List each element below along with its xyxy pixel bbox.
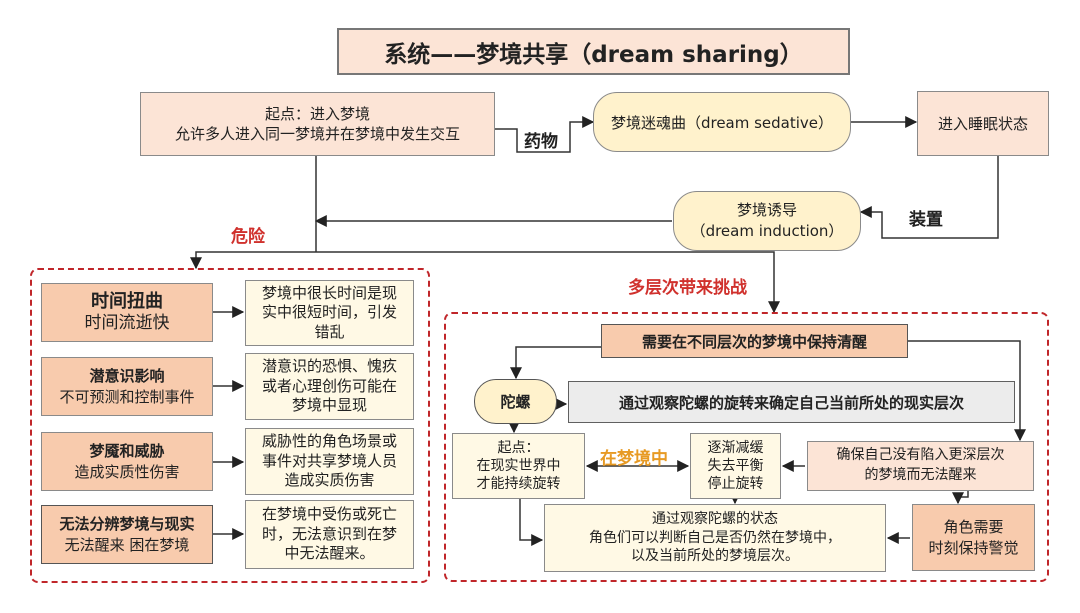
danger-subconscious-desc: 潜意识的恐惧、愧疚 或者心理创伤可能在 梦境中显现 <box>245 353 414 420</box>
top-desc-node: 通过观察陀螺的旋转来确定自己当前所处的现实层次 <box>568 381 1015 423</box>
stay-awake-node: 需要在不同层次的梦境中保持清醒 <box>601 324 908 358</box>
origin-node: 起点： 在现实世界中 才能持续旋转 <box>452 433 585 499</box>
sedative-node: 梦境迷魂曲（dream sedative） <box>593 92 851 152</box>
start-line2: 允许多人进入同一梦境并在梦境中发生交互 <box>174 125 460 143</box>
danger-time-distortion: 时间扭曲 时间流逝快 <box>41 283 213 342</box>
conclusion-node: 通过观察陀螺的状态 角色们可以判断自己是否仍然在梦境中， 以及当前所处的梦境层次… <box>544 504 886 572</box>
danger-reality-desc: 在梦境中受伤或死亡 时，无法意识到在梦 中无法醒来。 <box>245 500 414 569</box>
multilevel-label: 多层次带来挑战 <box>628 278 747 298</box>
danger-label: 危险 <box>231 227 265 247</box>
multilevel-group <box>444 312 1049 582</box>
start-line1: 起点：进入梦境 <box>264 104 370 123</box>
device-label: 装置 <box>909 210 943 230</box>
danger-reality-confusion: 无法分辨梦境与现实 无法醒来 困在梦境 <box>41 505 213 564</box>
drug-label: 药物 <box>524 132 558 152</box>
arrow-to-danger <box>190 251 316 270</box>
danger-time-desc: 梦境中很长时间是现 实中很短时间，引发 错乱 <box>245 280 414 346</box>
arrow-awake-to-ensure <box>908 340 1026 442</box>
danger-nightmare: 梦魇和威胁 造成实质性伤害 <box>41 432 213 491</box>
sleep-state-node: 进入睡眠状态 <box>917 91 1049 156</box>
slowdown-node: 逐渐减缓 失去平衡 停止旋转 <box>690 433 781 499</box>
arrow-start-to-sedative <box>495 116 595 153</box>
ensure-node: 确保自己没有陷入更深层次 的梦境而无法醒来 <box>807 441 1034 491</box>
start-node: 起点：进入梦境 允许多人进入同一梦境并在梦境中发生交互 <box>140 92 495 156</box>
arrow-to-multilevel <box>316 251 780 314</box>
arrow-sleep-to-induction <box>859 156 999 239</box>
induction-node: 梦境诱导 （dream induction） <box>673 191 861 251</box>
danger-nightmare-desc: 威胁性的角色场景或 事件对共享梦境人员 造成实质伤害 <box>245 428 414 495</box>
top-node: 陀螺 <box>474 379 557 424</box>
vigilance-node: 角色需要 时刻保持警觉 <box>912 504 1035 571</box>
arrow-awake-to-top <box>510 346 602 380</box>
diagram-title: 系统——梦境共享（dream sharing） <box>337 28 850 75</box>
in-dream-label: 在梦境中 <box>600 449 668 469</box>
danger-group <box>30 268 430 583</box>
danger-subconscious: 潜意识影响 不可预测和控制事件 <box>41 357 213 416</box>
